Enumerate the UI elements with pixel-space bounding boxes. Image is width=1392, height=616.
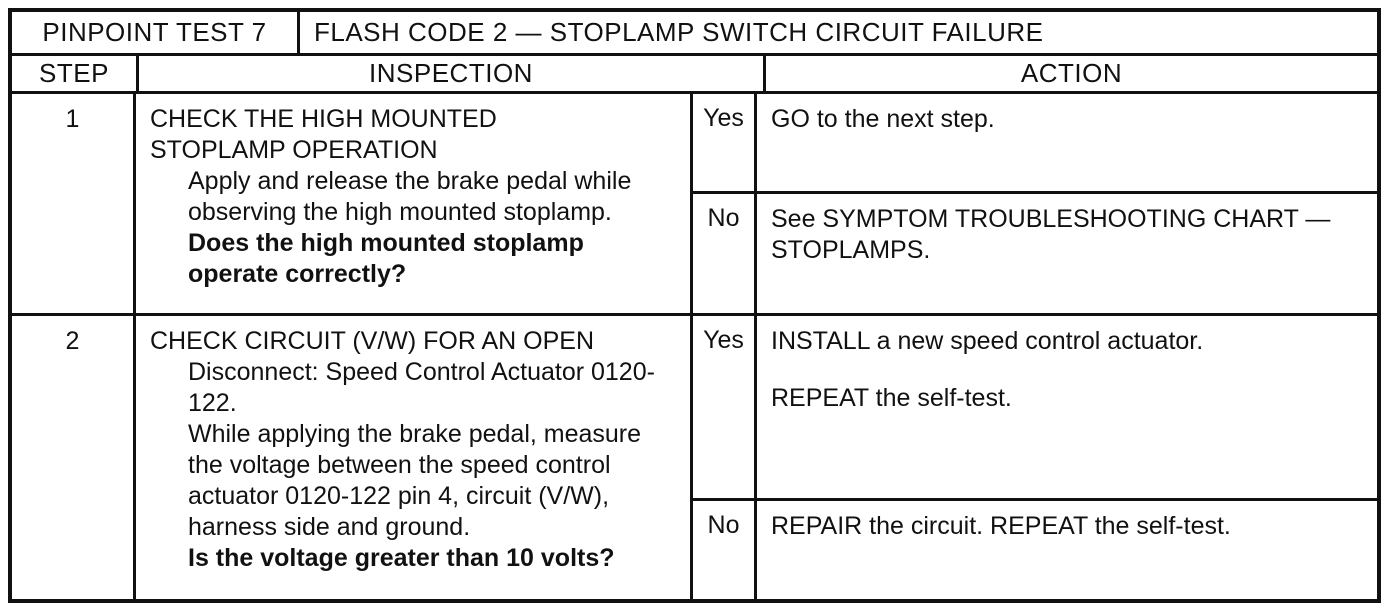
inspection-cell: CHECK CIRCUIT (V/W) FOR AN OPEN Disconne… xyxy=(136,316,693,599)
result-row-no: No REPAIR the circuit. REPEAT the self-t… xyxy=(693,501,1377,599)
bullet-icon xyxy=(162,228,188,239)
table-row-step-1: 1 CHECK THE HIGH MOUNTED STOPLAMP OPERAT… xyxy=(12,94,1377,316)
inspection-bullet-list: Apply and release the brake pedal while … xyxy=(150,166,680,290)
step-number: 2 xyxy=(12,316,136,599)
action-cell: See SYMPTOM TROUBLESHOOTING CHART — STOP… xyxy=(757,194,1377,313)
action-text: REPEAT the self-test. xyxy=(771,384,1012,412)
column-header-inspection: INSPECTION xyxy=(139,56,766,91)
list-item: While applying the brake pedal, measure … xyxy=(150,419,680,543)
action-text: GO to the next step. xyxy=(771,105,995,133)
column-header-row: STEP INSPECTION ACTION xyxy=(12,56,1377,94)
result-row-no: No See SYMPTOM TROUBLESHOOTING CHART — S… xyxy=(693,194,1377,313)
flash-code-title: FLASH CODE 2 — STOPLAMP SWITCH CIRCUIT F… xyxy=(314,17,1044,47)
action-column: Yes GO to the next step. No See SYMPTOM … xyxy=(693,94,1377,313)
inspection-bullet-list: Disconnect: Speed Control Actuator 0120-… xyxy=(150,357,680,574)
bullet-question-text: Does the high mounted stoplamp operate c… xyxy=(188,229,584,288)
inspection-title: CHECK THE HIGH MOUNTED STOPLAMP OPERATIO… xyxy=(150,105,497,164)
bullet-icon xyxy=(162,543,188,554)
step-number: 1 xyxy=(12,94,136,313)
result-row-yes: Yes INSTALL a new speed control actuator… xyxy=(693,316,1377,501)
list-item: Disconnect: Speed Control Actuator 0120-… xyxy=(150,357,680,419)
inspection-title: CHECK CIRCUIT (V/W) FOR AN OPEN xyxy=(150,327,595,355)
bullet-text: While applying the brake pedal, measure … xyxy=(188,420,642,541)
pinpoint-test-table: PINPOINT TEST 7 FLASH CODE 2 — STOPLAMP … xyxy=(8,8,1381,603)
answer-label: Yes xyxy=(693,316,757,498)
list-item: Is the voltage greater than 10 volts? xyxy=(150,543,680,574)
bullet-question-text: Is the voltage greater than 10 volts? xyxy=(188,544,615,572)
bullet-icon xyxy=(162,419,188,430)
list-item: Does the high mounted stoplamp operate c… xyxy=(150,228,680,290)
answer-label: Yes xyxy=(693,94,757,191)
answer-label: No xyxy=(693,501,757,599)
table-row-step-2: 2 CHECK CIRCUIT (V/W) FOR AN OPEN Discon… xyxy=(12,316,1377,599)
bullet-icon xyxy=(162,166,188,177)
action-cell: INSTALL a new speed control actuator. RE… xyxy=(757,316,1377,498)
action-cell: GO to the next step. xyxy=(757,94,1377,191)
bullet-text: Apply and release the brake pedal while … xyxy=(188,167,632,226)
action-text: See SYMPTOM TROUBLESHOOTING CHART — STOP… xyxy=(771,205,1331,264)
column-header-action: ACTION xyxy=(1020,58,1123,88)
bullet-icon xyxy=(162,357,188,368)
action-text: REPAIR the circuit. REPEAT the self-test… xyxy=(771,512,1231,540)
action-column: Yes INSTALL a new speed control actuator… xyxy=(693,316,1377,599)
pinpoint-test-label: PINPOINT TEST 7 xyxy=(12,12,300,53)
table-title-row: PINPOINT TEST 7 FLASH CODE 2 — STOPLAMP … xyxy=(12,12,1377,56)
list-item: Apply and release the brake pedal while … xyxy=(150,166,680,228)
action-text: INSTALL a new speed control actuator. xyxy=(771,327,1204,355)
bullet-text: Disconnect: Speed Control Actuator 0120-… xyxy=(188,358,655,417)
answer-label: No xyxy=(693,194,757,313)
action-cell: REPAIR the circuit. REPEAT the self-test… xyxy=(757,501,1377,599)
inspection-cell: CHECK THE HIGH MOUNTED STOPLAMP OPERATIO… xyxy=(136,94,693,313)
result-row-yes: Yes GO to the next step. xyxy=(693,94,1377,194)
column-header-step: STEP xyxy=(12,56,139,91)
